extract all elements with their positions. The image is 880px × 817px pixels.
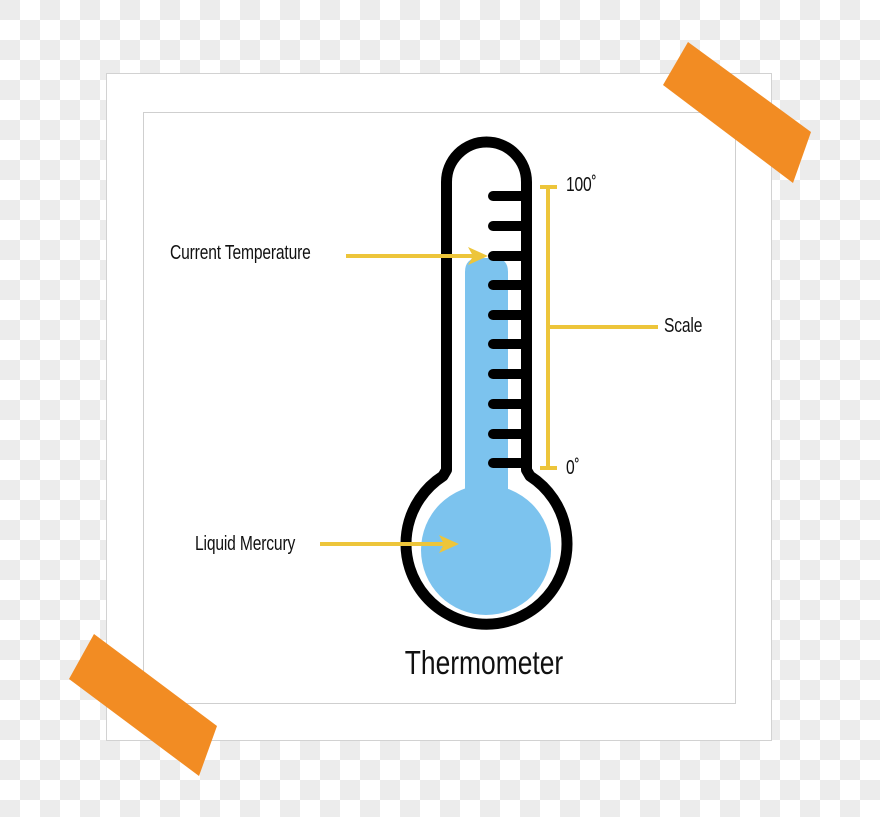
- label-current-temperature: Current Temperature: [170, 242, 311, 264]
- thermometer-outline: [400, 136, 573, 630]
- label-scale: Scale: [664, 315, 703, 337]
- scale-bracket: [540, 185, 658, 470]
- tape-top-right: [663, 42, 811, 183]
- label-liquid-mercury: Liquid Mercury: [195, 533, 296, 555]
- label-scale-min: 0˚: [566, 457, 580, 479]
- tape-bottom-left: [69, 634, 217, 776]
- scale-tick-marks: [488, 191, 530, 468]
- liquid-mercury-arrow-icon: [320, 535, 459, 553]
- label-scale-max: 100˚: [566, 174, 597, 196]
- current-temperature-arrow-icon: [346, 247, 488, 265]
- diagram-title: Thermometer: [404, 644, 564, 681]
